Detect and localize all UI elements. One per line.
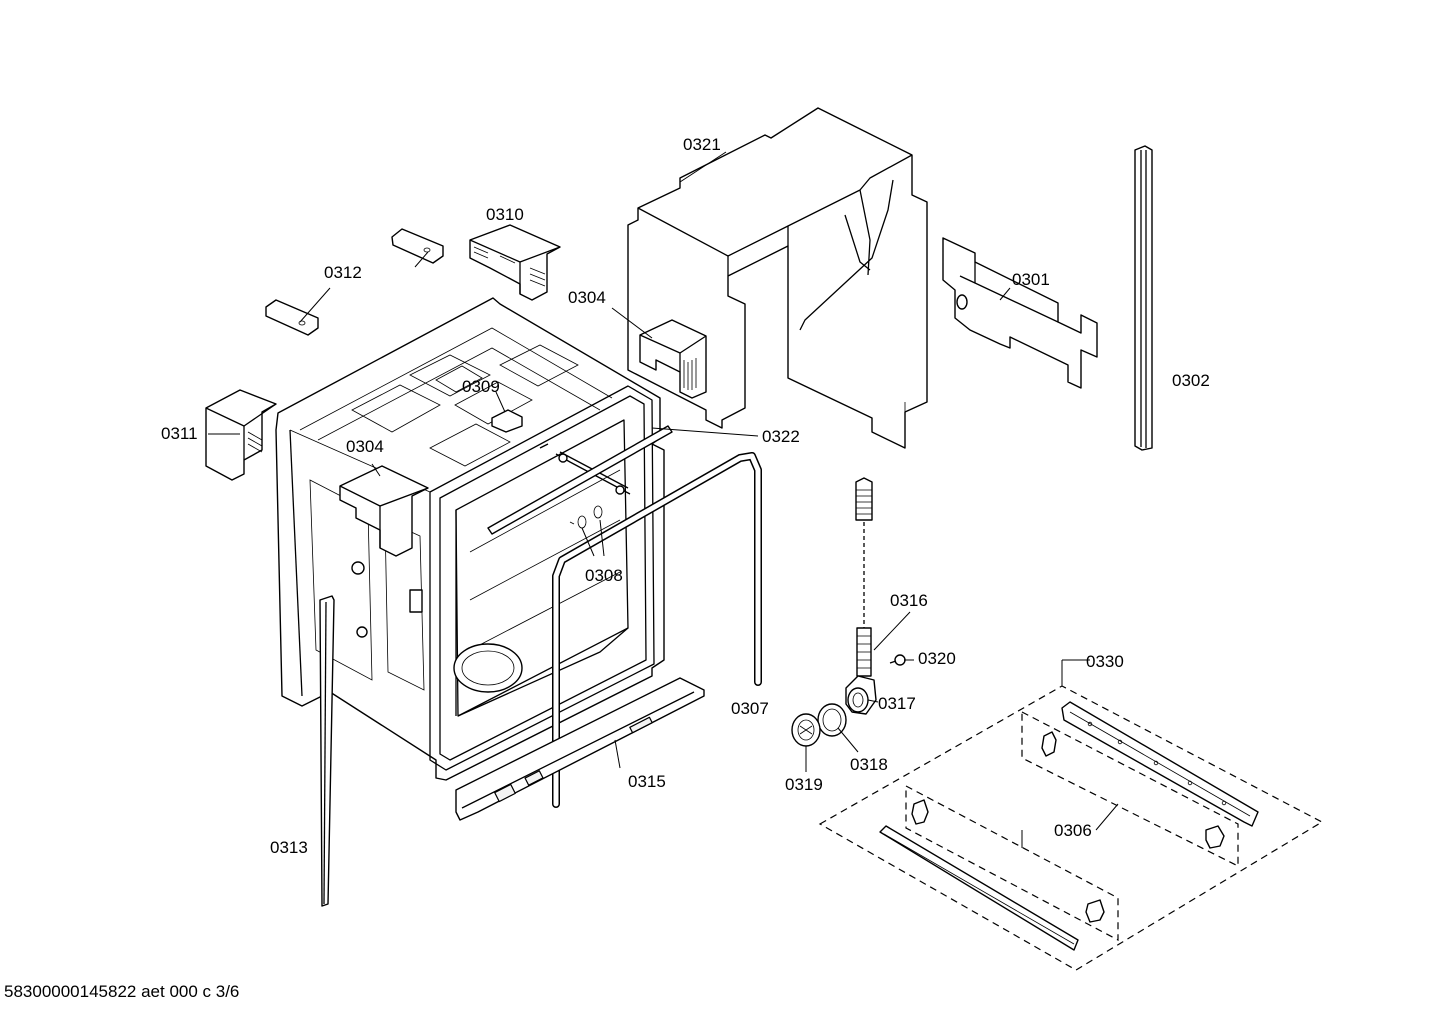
document-code: 58300000145822 aet 000 c 3/6 <box>4 982 239 1001</box>
part-labels: 0321 0310 0312 0301 0304 0302 0309 0311 … <box>161 135 1210 857</box>
label-0302: 0302 <box>1172 371 1210 390</box>
label-0304-lower: 0304 <box>346 437 384 456</box>
part-0319-cap <box>791 713 821 747</box>
label-0311: 0311 <box>161 424 198 443</box>
label-0321: 0321 <box>683 135 721 154</box>
label-0316: 0316 <box>890 591 928 610</box>
part-0320-screw <box>889 654 906 666</box>
label-0313: 0313 <box>270 838 308 857</box>
label-0310: 0310 <box>486 205 524 224</box>
part-0304-bracket-upper <box>639 319 707 399</box>
label-0315: 0315 <box>628 772 666 791</box>
part-0313-side-strip <box>319 595 335 907</box>
leader-lines <box>208 151 1119 848</box>
label-0318: 0318 <box>850 755 888 774</box>
part-0315-base-strip <box>455 677 705 821</box>
label-0330: 0330 <box>1086 652 1124 671</box>
part-0322-rail <box>487 425 673 535</box>
part-0316-hose <box>855 477 873 677</box>
part-0312-clip-upper <box>391 228 444 264</box>
label-0322: 0322 <box>762 427 800 446</box>
part-0317-elbow-connector <box>845 675 877 715</box>
part-0306-clip-d <box>1085 899 1105 923</box>
label-0320: 0320 <box>918 649 956 668</box>
part-0307-door-gasket <box>552 452 762 808</box>
part-0330-kit-outline <box>818 685 1324 971</box>
part-0306-clip-c <box>911 799 929 825</box>
label-0304-upper: 0304 <box>568 288 606 307</box>
part-0311-connector <box>205 389 277 481</box>
label-0301: 0301 <box>1012 270 1050 289</box>
part-0306-clip-b <box>1205 825 1225 849</box>
part-0304-bracket-lower <box>339 465 429 557</box>
label-0309: 0309 <box>462 377 500 396</box>
label-0319: 0319 <box>785 775 823 794</box>
label-0307: 0307 <box>731 699 769 718</box>
part-0306-rail-lower <box>879 825 1079 951</box>
label-0308: 0308 <box>585 566 623 585</box>
part-0318-ring <box>817 703 847 737</box>
label-0306: 0306 <box>1054 821 1092 840</box>
part-0306-clip-a <box>1041 731 1057 757</box>
part-0302-side-strip <box>1134 145 1153 451</box>
part-tub-body <box>275 297 665 781</box>
part-0312-clip-lower <box>265 299 319 336</box>
label-0317: 0317 <box>878 694 916 713</box>
part-0321-insulation-cover <box>627 107 928 449</box>
part-0310-connector-block <box>469 224 561 301</box>
part-0306-rail-upper <box>1061 701 1259 827</box>
label-0312: 0312 <box>324 263 362 282</box>
part-0301-rear-bracket <box>942 237 1098 389</box>
